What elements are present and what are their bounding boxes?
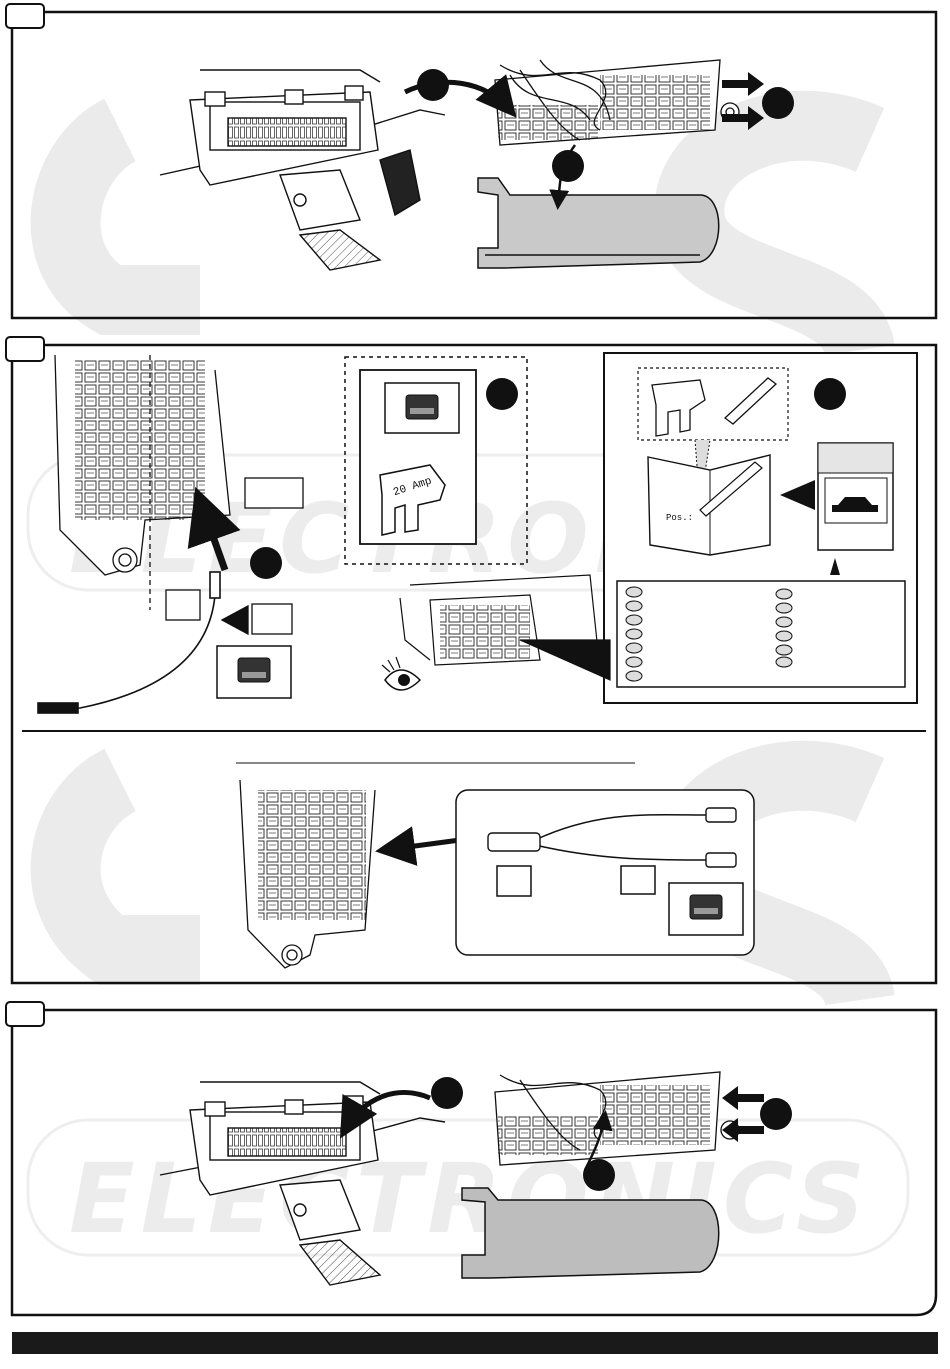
- terminal-2: [706, 853, 736, 867]
- eye-icon: [382, 657, 420, 690]
- relay-part-1: [217, 646, 291, 698]
- step1-marker-3: [552, 150, 584, 182]
- fusebox-cover-2: [462, 1188, 719, 1278]
- blade-connector: [488, 833, 540, 851]
- direction-arrow-left-1: [722, 1086, 764, 1110]
- footer-bar: [12, 1332, 938, 1354]
- fuse-table: [617, 581, 905, 687]
- step2-tab: [6, 337, 44, 361]
- step1-tab: [6, 4, 44, 28]
- step2-marker-2: [814, 378, 846, 410]
- terminal-1: [706, 808, 736, 822]
- fusebox-refit: [495, 1072, 739, 1165]
- step3-marker-1: [431, 1077, 463, 1109]
- step1-marker-1: [417, 69, 449, 101]
- step3-marker-2: [760, 1098, 792, 1130]
- step2-marker-3: [250, 547, 282, 579]
- fusebox-lower: [240, 780, 375, 968]
- step2-marker-1: [486, 378, 518, 410]
- manual-pos-label: Pos.:: [666, 513, 693, 523]
- step3-tab: [6, 1002, 44, 1026]
- dashboard-fusebox-left: [160, 70, 445, 270]
- manual-panel: Pos.:: [604, 353, 917, 703]
- install-arrow: [385, 840, 460, 850]
- step2-panel: 20 Amp Pos.:: [6, 337, 936, 983]
- car-manual-cover: [818, 443, 893, 550]
- direction-arrow-right-1: [722, 72, 764, 96]
- step3-marker-3: [583, 1159, 615, 1191]
- step1-marker-2: [762, 87, 794, 119]
- cable-kit-panel: [456, 790, 754, 955]
